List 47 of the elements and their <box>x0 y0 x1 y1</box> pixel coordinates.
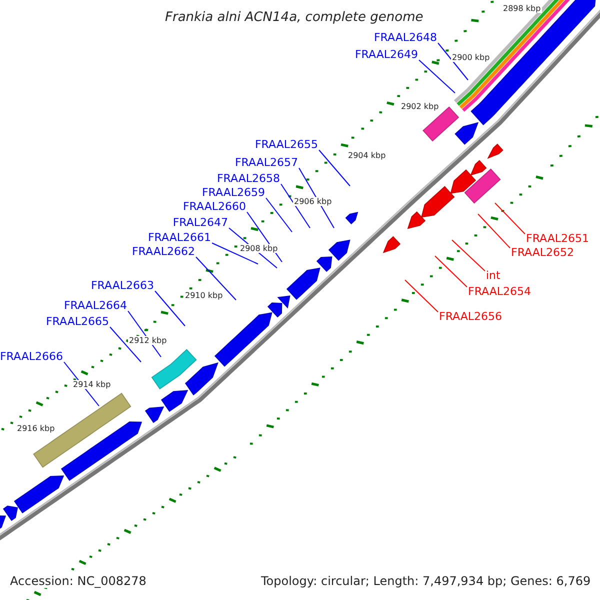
gene-label: FRAAL2648 <box>374 31 437 44</box>
gene-label: int <box>486 269 500 282</box>
gene-label: FRAAL2660 <box>182 200 246 213</box>
position-tick-label: 2908 kbp <box>239 244 279 253</box>
leader-line <box>434 256 468 288</box>
position-tick-label: 2898 kbp <box>502 4 542 13</box>
position-tick-label: 2904 kbp <box>347 151 387 160</box>
leader-line <box>196 256 236 300</box>
leader-line <box>404 280 438 312</box>
position-tick-label: 2906 kbp <box>293 197 333 206</box>
gene-label: FRAAL2656 <box>439 310 502 323</box>
footer-text: Topology: circular; Length: 7,497,934 bp; Genes: 6,769 <box>260 574 592 588</box>
leader-line <box>154 290 186 326</box>
leader-line <box>318 150 350 186</box>
position-tick-label: 2910 kbp <box>184 291 224 300</box>
leader-line <box>494 202 526 234</box>
diagram-title: Frankia alni ACN14a, complete genome <box>165 10 424 25</box>
gene-label: FRAL2647 <box>172 216 228 229</box>
gene-label: FRAAL2649 <box>354 48 418 61</box>
gene-label: FRAAL2655 <box>254 138 318 151</box>
leader-line <box>298 168 334 228</box>
gene-label: FRAAL2652 <box>511 246 574 259</box>
leader-line <box>212 242 258 264</box>
gene-label: FRAAL2664 <box>64 299 127 312</box>
gene-label: FRAAL2662 <box>132 245 195 258</box>
position-tick-label: 2912 kbp <box>128 336 168 345</box>
position-tick-label: 2914 kbp <box>72 380 112 389</box>
position-tick-label: 2916 kbp <box>16 424 56 433</box>
leader-line <box>452 240 486 272</box>
leader-line <box>418 60 456 94</box>
position-tick-label: 2900 kbp <box>451 53 491 62</box>
footer-text: Accession: NC_008278 <box>9 574 148 588</box>
gene-label: FRAAL2663 <box>90 279 154 292</box>
leader-line <box>266 198 292 232</box>
leader-line <box>110 326 142 362</box>
gene-label: FRAAL2654 <box>468 285 532 298</box>
gene-label: FRAAL2658 <box>216 172 280 185</box>
position-tick-label: 2902 kbp <box>400 102 440 111</box>
leader-line <box>280 184 310 228</box>
gene-label: FRAAL2665 <box>46 315 109 328</box>
gene-label: FRAAL2659 <box>202 186 265 199</box>
leader-line <box>478 214 510 248</box>
gene-label: FRAAL2657 <box>234 156 298 169</box>
gene-label: FRAAL2666 <box>0 350 63 363</box>
gene-label: FRAAL2651 <box>526 232 590 245</box>
gene-label: FRAAL2661 <box>148 231 211 244</box>
leader-line <box>438 42 468 80</box>
